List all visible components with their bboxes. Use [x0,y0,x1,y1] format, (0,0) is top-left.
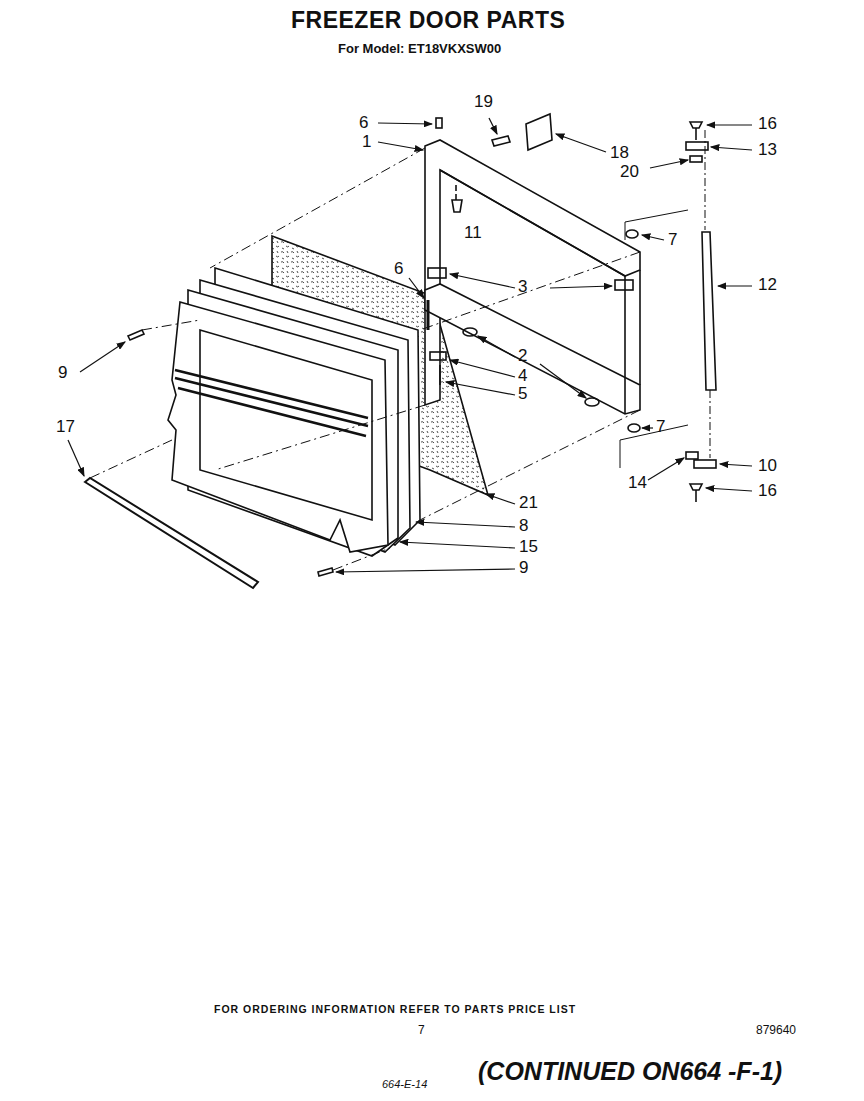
diagram-title: FREEZER DOOR PARTS [291,8,565,33]
callout-number: 7 [656,418,665,437]
callout-number: 9 [519,559,528,578]
callout-number: 2 [518,347,527,366]
footer-note: FOR ORDERING INFORMATION REFER TO PARTS … [214,1004,576,1016]
callout-number: 21 [519,494,538,513]
continued-note: (CONTINUED ON664 -F-1) [478,1058,782,1086]
callout-number: 6 [394,260,403,279]
callout-number: 16 [758,482,777,501]
callout-number: 6 [359,114,368,133]
callout-number: 14 [628,474,647,493]
callout-number: 13 [758,141,777,160]
callout-number: 11 [464,224,482,243]
callout-number: 17 [56,418,75,437]
callout-number: 20 [620,163,639,182]
handwritten-note: 664-E-14 [382,1078,427,1090]
callout-number: 12 [758,276,777,295]
callout-number: 5 [518,385,527,404]
callout-number: 1 [362,133,371,152]
callout-number: 7 [668,231,677,250]
callout-number: 10 [758,457,777,476]
callout-number: 19 [474,93,493,112]
callout-number: 8 [519,517,528,536]
callout-number: 18 [610,144,629,163]
drawing-number: 879640 [756,1024,796,1037]
callout-number: 3 [518,278,527,297]
page-number: 7 [418,1024,425,1037]
callout-number: 9 [58,364,67,383]
callout-number: 16 [758,115,777,134]
model-number: For Model: ET18VKXSW00 [338,42,501,56]
callout-number: 15 [519,538,538,557]
callout-number: 4 [518,367,527,386]
